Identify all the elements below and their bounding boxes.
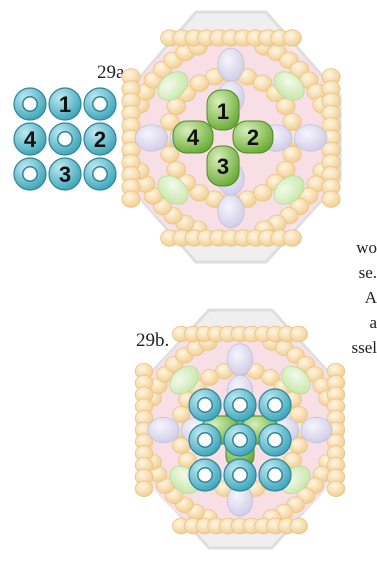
grid-number-4: 4 bbox=[24, 127, 37, 152]
grid-number-3: 3 bbox=[59, 162, 71, 187]
tan-bead bbox=[327, 481, 345, 497]
lavender-bead bbox=[227, 344, 252, 375]
lavender-bead bbox=[218, 48, 245, 81]
teal-bead-hole bbox=[268, 398, 282, 412]
tan-bead bbox=[201, 370, 219, 386]
beadwork-29a bbox=[122, 12, 340, 262]
tan-bead bbox=[122, 191, 140, 207]
teal-bead-hole bbox=[198, 398, 212, 412]
lavender-bead bbox=[218, 195, 245, 228]
tan-bead bbox=[135, 481, 153, 497]
tan-bead bbox=[290, 326, 308, 342]
teal-bead-hole bbox=[93, 167, 107, 181]
tan-bead bbox=[167, 161, 185, 177]
teal-bead-hole bbox=[23, 167, 37, 181]
grid-number-2: 2 bbox=[94, 127, 106, 152]
tan-bead bbox=[283, 30, 301, 46]
teal-bead-hole bbox=[93, 97, 107, 111]
grid-number-1: 1 bbox=[59, 92, 71, 117]
tan-bead bbox=[190, 75, 208, 91]
center-number-3: 3 bbox=[217, 154, 229, 179]
teal-bead-hole bbox=[268, 468, 282, 482]
teal-grid-29a: 1 2 3 4 bbox=[14, 88, 116, 190]
tan-bead bbox=[253, 185, 271, 201]
teal-bead-hole bbox=[233, 433, 247, 447]
lavender-bead bbox=[301, 417, 332, 442]
teal-bead-hole bbox=[23, 97, 37, 111]
lavender-bead bbox=[135, 125, 168, 152]
beadwork-29b bbox=[135, 310, 345, 548]
teal-bead-hole bbox=[233, 398, 247, 412]
lavender-bead bbox=[148, 417, 179, 442]
tan-bead bbox=[277, 98, 295, 114]
lavender-bead bbox=[294, 125, 327, 152]
tan-bead bbox=[283, 230, 301, 246]
teal-bead-hole bbox=[268, 433, 282, 447]
teal-bead-hole bbox=[58, 132, 72, 146]
teal-bead-hole bbox=[233, 468, 247, 482]
tan-bead bbox=[322, 191, 340, 207]
teal-bead-hole bbox=[198, 468, 212, 482]
center-number-1: 1 bbox=[217, 99, 229, 124]
center-number-2: 2 bbox=[247, 125, 259, 150]
teal-bead-hole bbox=[198, 433, 212, 447]
center-number-4: 4 bbox=[187, 125, 200, 150]
tan-bead bbox=[290, 518, 308, 534]
